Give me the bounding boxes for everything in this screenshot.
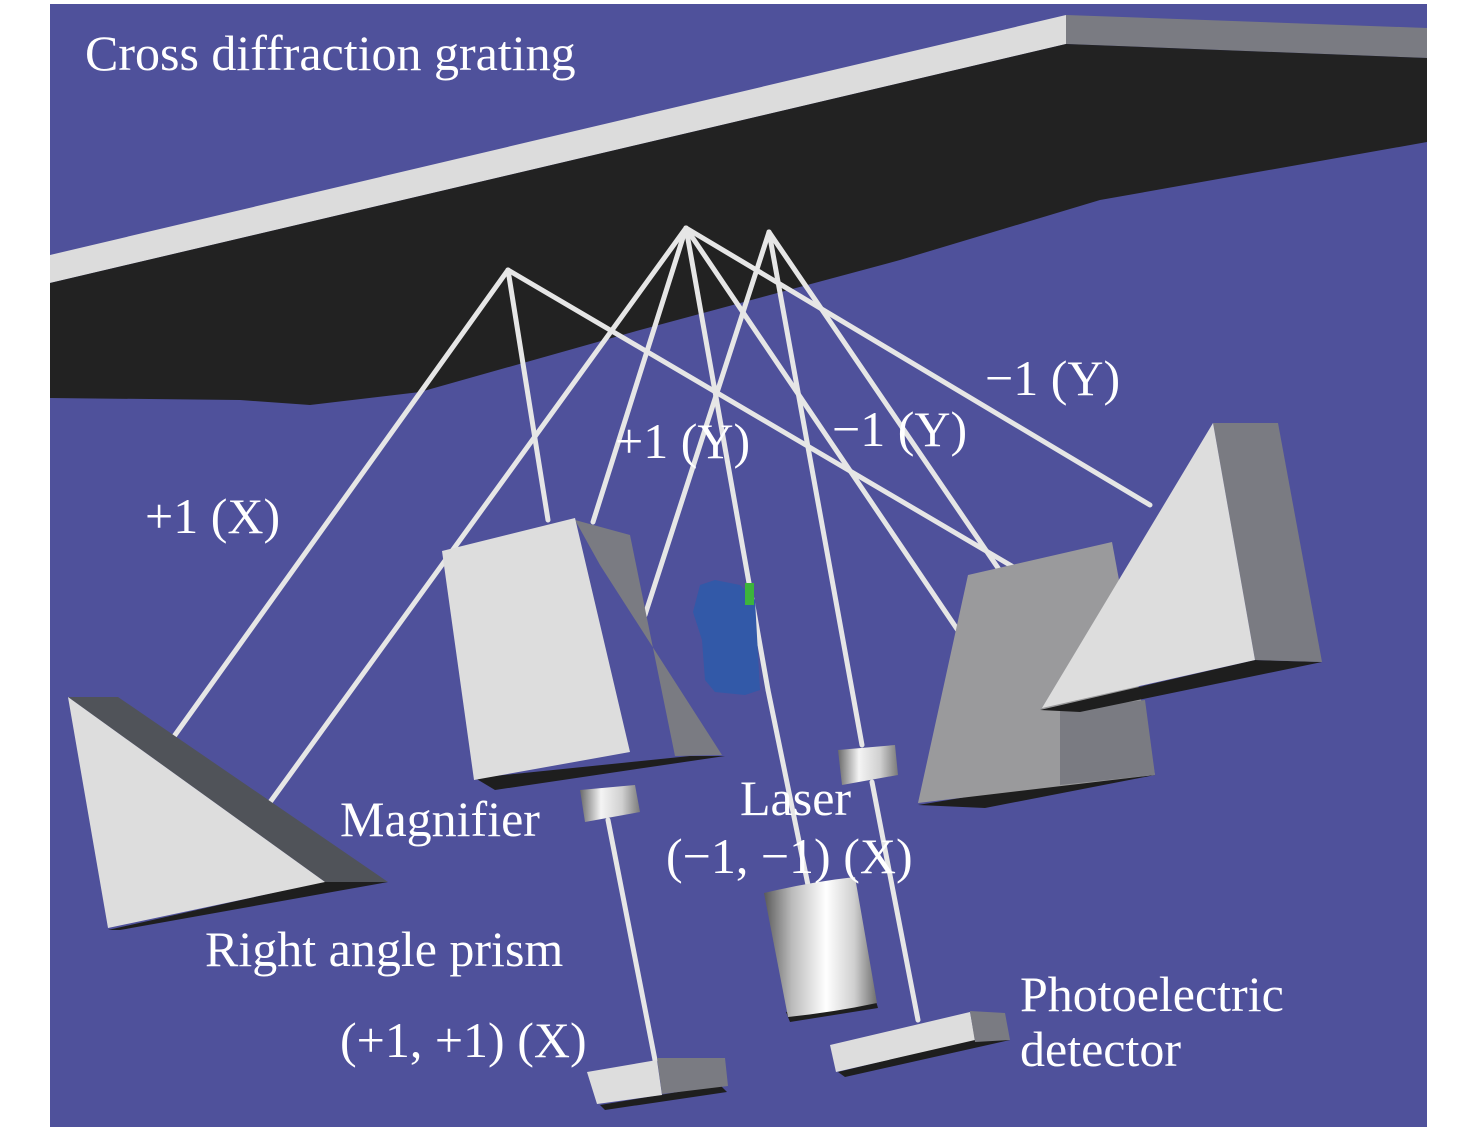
center-prism [442, 518, 725, 790]
grating-side-edge [1066, 15, 1427, 58]
prism-dark-face [575, 520, 722, 756]
lens-body [838, 745, 898, 785]
prism-dark-face [68, 697, 388, 882]
title-label: Cross diffraction grating [85, 25, 576, 81]
right-angle-prism-left [68, 697, 388, 930]
beam [683, 225, 1153, 508]
beam [265, 225, 689, 808]
label-minus1-y-inner: −1 (Y) [832, 401, 967, 457]
prism-dark-face [1213, 423, 1322, 662]
label-magnifier: Magnifier [340, 791, 540, 847]
beam [642, 229, 772, 618]
cross-diffraction-grating [50, 15, 1427, 405]
lens-body [580, 785, 640, 822]
grating-top-edge [50, 15, 1066, 283]
beam [683, 225, 1008, 703]
laser-body [764, 877, 878, 1022]
detector-light-face [587, 1060, 662, 1104]
beam [605, 817, 658, 1063]
label-right-angle-prism: Right angle prism [205, 921, 563, 977]
prism-light-face [68, 697, 325, 928]
label-photoelectric-line1: Photoelectric [1020, 966, 1284, 1022]
laser-cylinder [764, 877, 877, 1017]
beam [766, 229, 1031, 615]
label-plus1-x: +1 (X) [145, 488, 280, 544]
blue-spot [693, 580, 760, 695]
detector-dark-face [657, 1058, 728, 1094]
prism-light-face [1042, 423, 1255, 708]
beam [505, 267, 551, 523]
label-laser: Laser [740, 770, 851, 826]
magnifier-lens-right [838, 745, 898, 785]
label-plus-plus-x: (+1, +1) (X) [340, 1012, 587, 1068]
prism-shadow [1040, 660, 1322, 712]
beam [766, 229, 865, 748]
detector-shadow [600, 1085, 727, 1110]
right-prism-front [1040, 423, 1322, 712]
prism-shadow [108, 880, 388, 930]
laser-spot [693, 580, 760, 695]
photoelectric-detector-left [587, 1058, 728, 1110]
beam [167, 267, 511, 745]
magnifier-lens-left [580, 785, 640, 822]
label-minus1-y-outer: −1 (Y) [985, 350, 1120, 406]
prism-shadow [475, 756, 725, 790]
beam [590, 225, 689, 525]
detector-shadow [838, 1040, 1010, 1077]
prism-shadow [918, 775, 1155, 808]
beam [869, 779, 921, 1023]
label-photoelectric-line2: detector [1020, 1021, 1181, 1077]
label-plus1-y: +1 (Y) [615, 413, 750, 469]
green-spot [745, 583, 754, 605]
prism-dark-face [1060, 700, 1155, 785]
beam [765, 687, 811, 888]
detector-dark-face [970, 1011, 1010, 1042]
detector-light-face [830, 1012, 975, 1072]
beam [505, 267, 1093, 615]
photoelectric-detector-right [830, 1011, 1010, 1077]
grating-face [50, 44, 1427, 405]
right-prism-back [918, 542, 1155, 808]
prism-light-face [442, 518, 630, 780]
label-minus-minus-x: (−1, −1) (X) [666, 828, 913, 884]
